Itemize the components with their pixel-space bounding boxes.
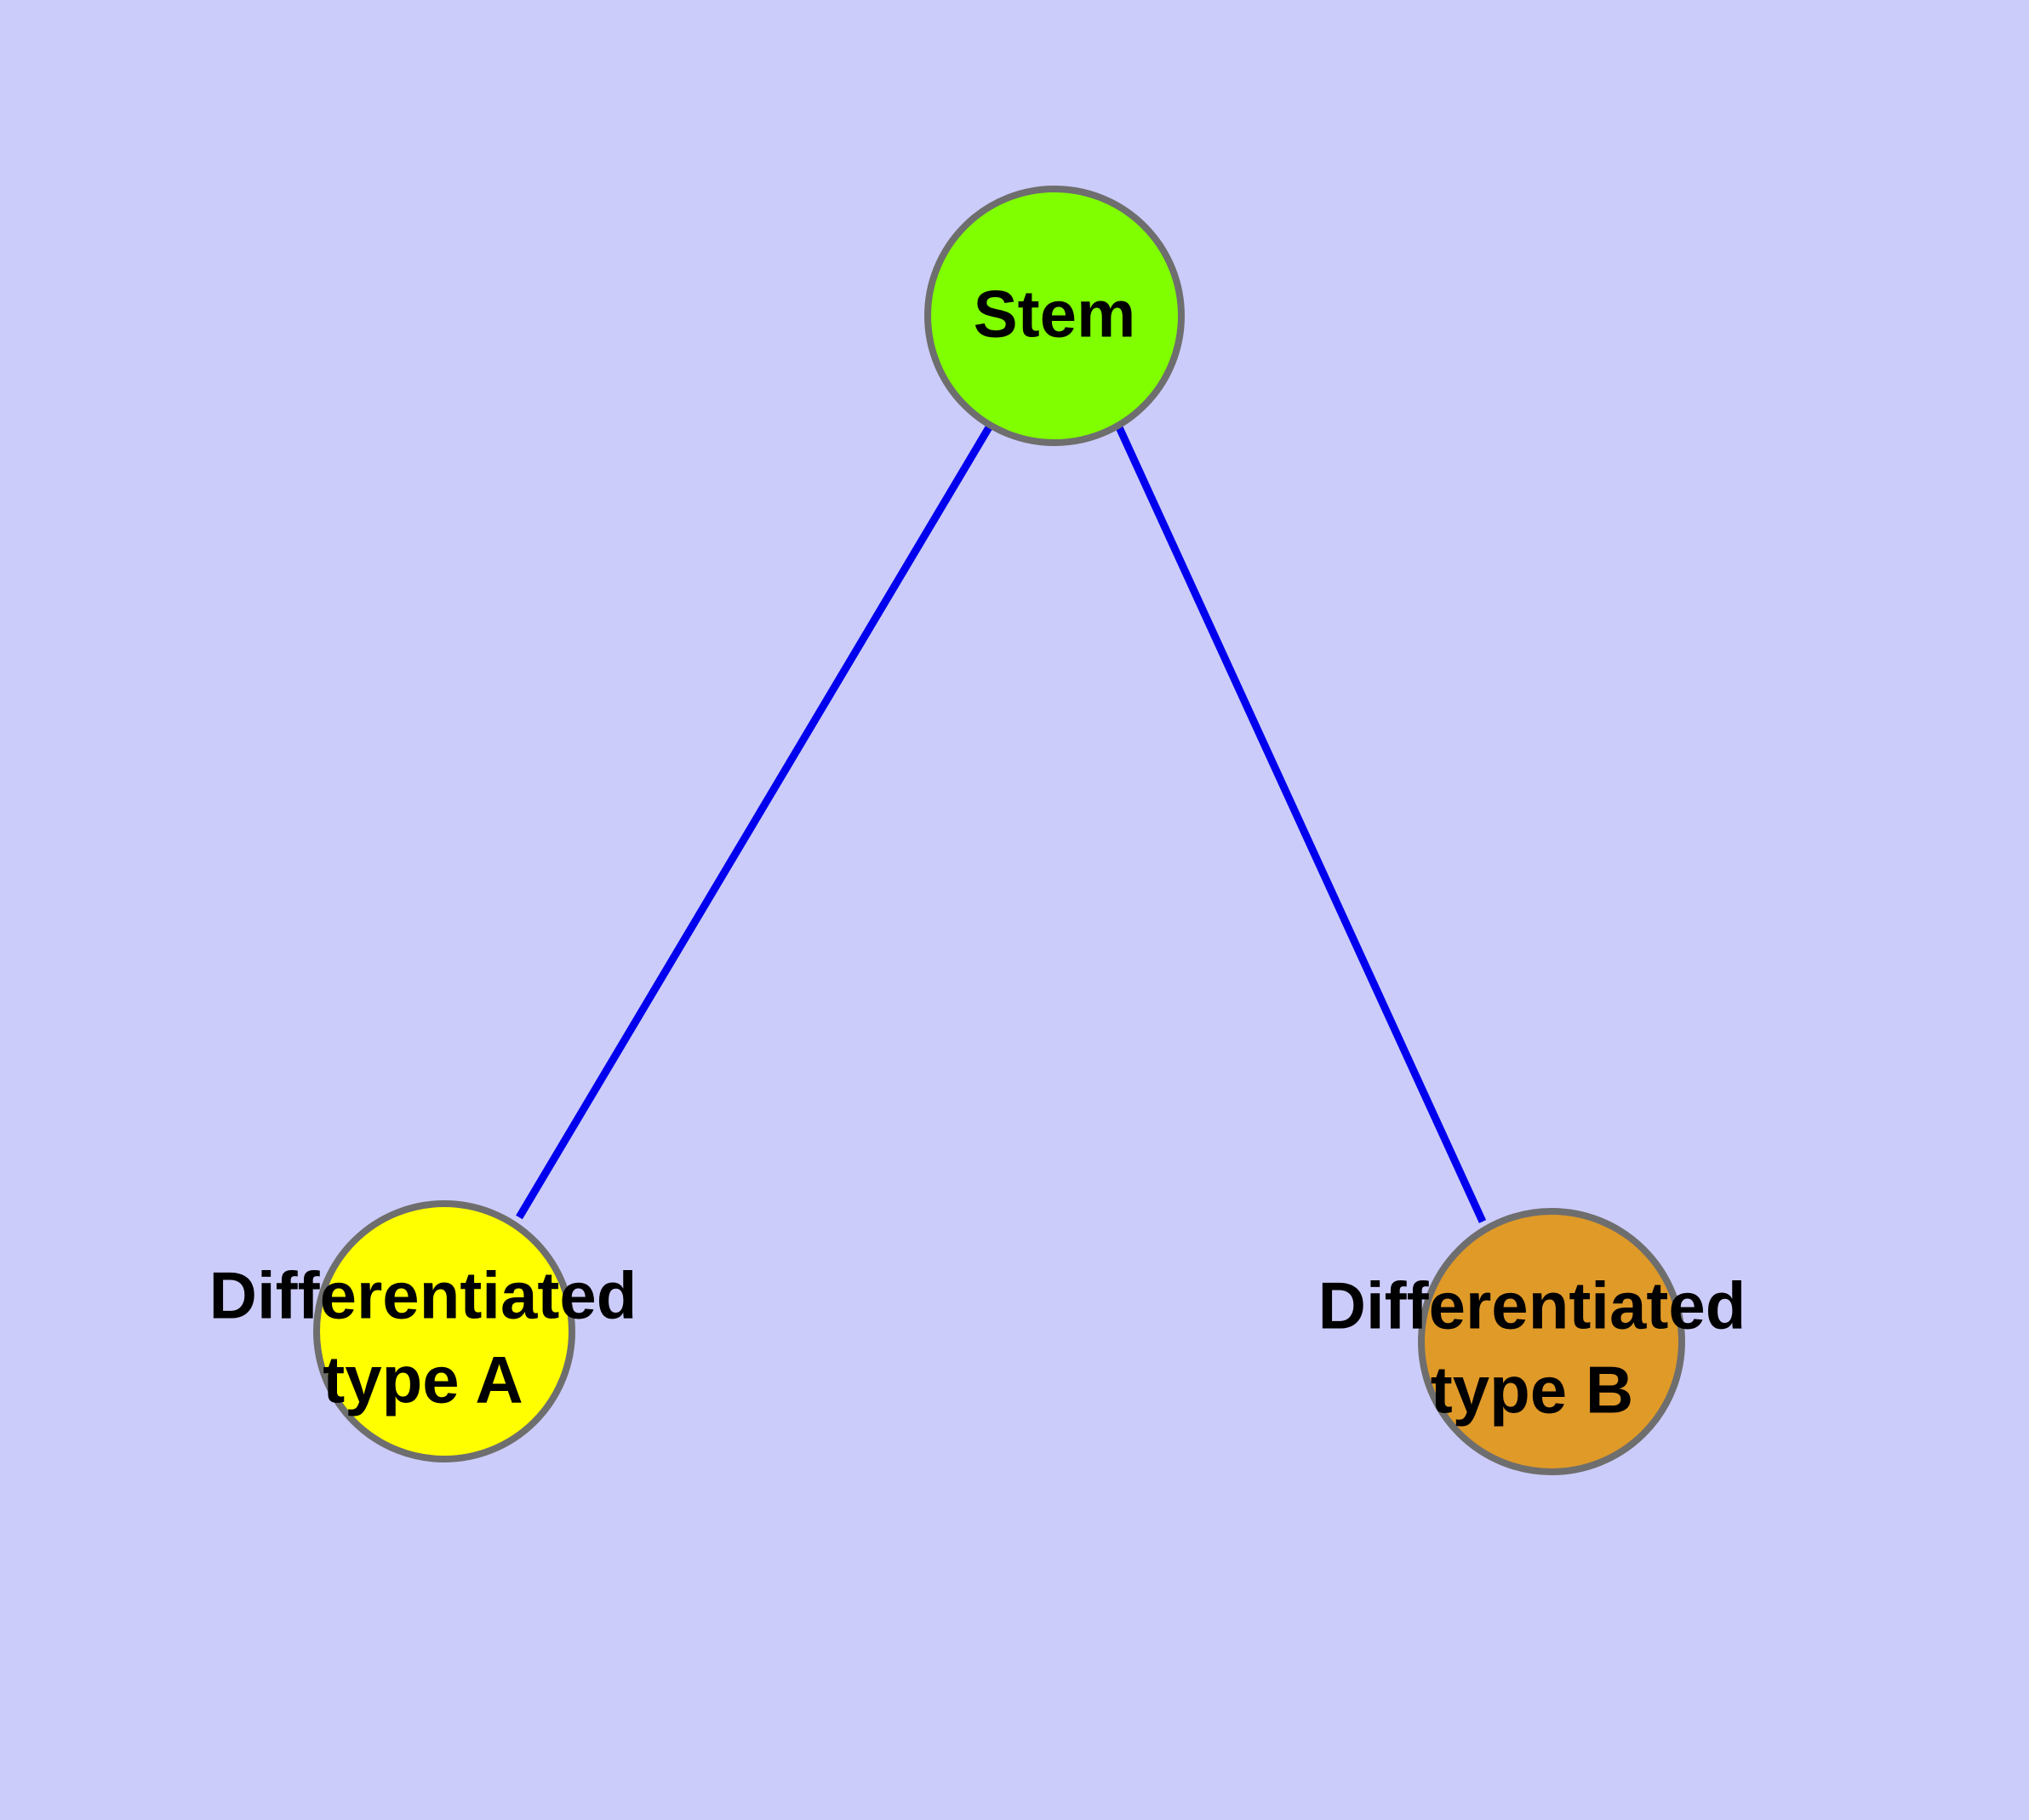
- edge-stem-to-differentiated-type-a[interactable]: [516, 425, 992, 1220]
- edge-layer: [516, 425, 1487, 1223]
- node-differentiated-type-b[interactable]: Differentiated type B: [1318, 1208, 1746, 1475]
- node-stem-circle[interactable]: [924, 186, 1185, 446]
- node-stem[interactable]: Stem: [924, 186, 1185, 446]
- node-differentiated-type-a-label-line2: type A: [323, 1342, 523, 1417]
- node-differentiated-type-b-label-line2: type B: [1431, 1353, 1633, 1428]
- node-differentiated-type-b-circle[interactable]: [1418, 1208, 1685, 1475]
- edge-stem-to-differentiated-type-b[interactable]: [1115, 426, 1487, 1223]
- node-differentiated-type-a[interactable]: Differentiated type A: [209, 1200, 637, 1462]
- node-differentiated-type-b-label-line1: Differentiated: [1318, 1268, 1746, 1343]
- node-differentiated-type-a-label-line1: Differentiated: [209, 1258, 637, 1333]
- node-stem-label: Stem: [974, 277, 1136, 352]
- node-differentiated-type-a-circle[interactable]: [313, 1200, 575, 1462]
